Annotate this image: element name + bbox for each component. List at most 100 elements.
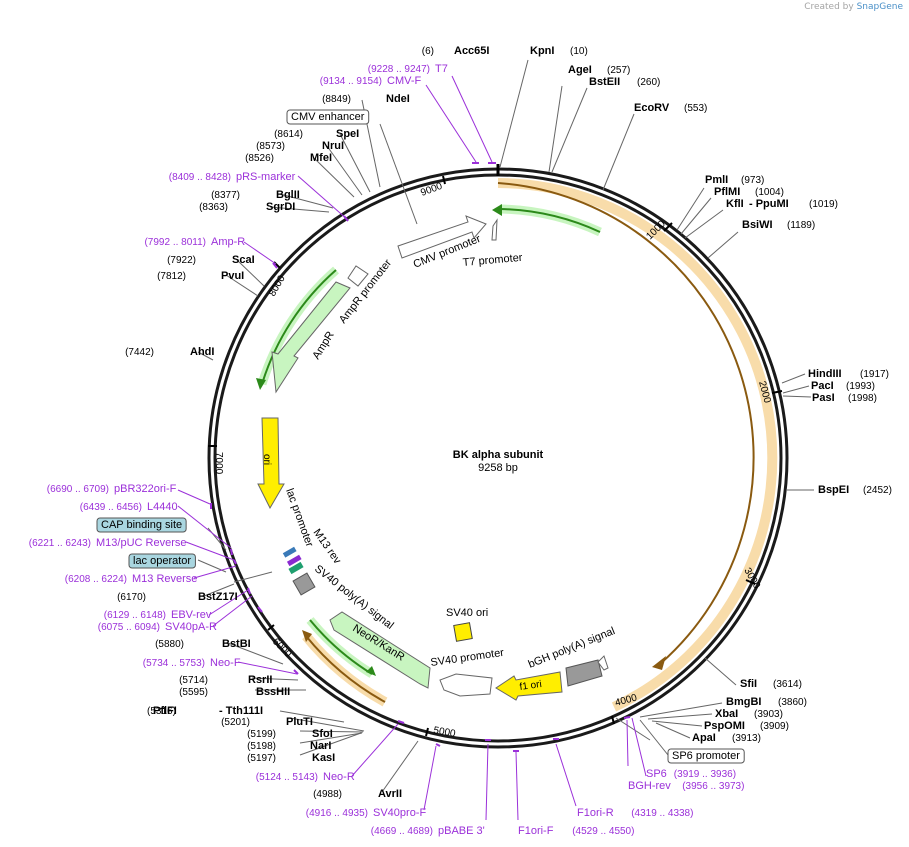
plasmid-name: BK alpha subunit [453, 449, 544, 461]
enzyme-mfei-label: MfeI [310, 152, 332, 164]
enzyme-hindiii-label: HindIII [808, 368, 842, 380]
primer-cmv-f-label: CMV-F [387, 75, 422, 87]
enzyme-ahdi-label: AhdI [190, 346, 214, 358]
enzyme-spei-position: (8614) [274, 129, 303, 140]
enzyme-pasi-position: (1998) [848, 393, 877, 404]
ampr-promoter-arrow [347, 265, 369, 287]
ampr-arrow [271, 281, 351, 394]
enzyme-paci-label: PacI [811, 380, 834, 392]
enzyme-nrui-label: NruI [322, 140, 344, 152]
enzyme-bglii-position: (8377) [211, 190, 240, 201]
enzyme-pflmi-label: PflMI [714, 186, 740, 198]
credit-prefix: Created by [804, 2, 854, 12]
enzyme-xbai-label: XbaI [715, 708, 738, 720]
m13-rev-label: M13 rev [311, 527, 344, 567]
enzyme-apai-position: (3913) [732, 733, 761, 744]
primer-prs-marker-label: pRS-marker [236, 171, 296, 183]
primer-cmv-f-range: (9134 .. 9154) [320, 76, 382, 87]
enzyme-bsshii-position: (5595) [179, 687, 208, 698]
sp6-promoter-label-box [667, 748, 745, 764]
lac-operator-label-box [128, 553, 196, 569]
primer-m13-reverse-label: M13 Reverse [132, 573, 197, 585]
sv40-ori-label: SV40 ori [446, 607, 488, 619]
lac-operator-marker [282, 546, 297, 558]
ampr-label: AmpR [310, 329, 336, 361]
primer-sv40pro-f-range: (4916 .. 4935) [306, 808, 368, 819]
primer-ticks [210, 162, 631, 752]
enzyme-ecorv-position: (553) [684, 103, 707, 114]
enzyme-pmli-label: PmlI [705, 174, 728, 186]
primer-prs-marker-range: (8409 .. 8428) [169, 172, 231, 183]
primer-pbr322ori-f-range: (6690 .. 6709) [47, 484, 109, 495]
primer-lines [177, 75, 647, 821]
primer-m13-reverse-range: (6208 .. 6224) [65, 574, 127, 585]
enzyme-ndei-label: NdeI [386, 93, 410, 105]
tag-feature-arrow [499, 204, 602, 237]
enzyme-bsiwi-position: (1189) [787, 220, 815, 231]
enzyme-pluti-position: (5201) [221, 717, 250, 728]
enzyme-xbai-position: (3903) [754, 709, 783, 720]
enzyme-bstz17i-position: (6170) [117, 592, 146, 603]
enzyme-pvui-label: PvuI [221, 270, 244, 282]
primer-pbabe-3--range: (4669 .. 4689) [371, 826, 433, 837]
enzyme-spei-label: SpeI [336, 128, 359, 140]
enzyme-nari-label: NarI [310, 740, 331, 752]
enzyme-kpni-position: (10) [570, 46, 588, 57]
primer-f1ori-r-range: (4319 .. 4338) [631, 808, 693, 819]
enzyme-acc65i-position: (6) [422, 46, 434, 57]
enzyme-bstbi-label: BstBI [222, 638, 251, 650]
enzyme-agei-label: AgeI [568, 64, 592, 76]
enzyme-sfii-label: SfiI [740, 678, 757, 690]
primer-ebv-rev-range: (6129 .. 6148) [104, 610, 166, 621]
primer-pbr322ori-f-label: pBR322ori-F [114, 483, 177, 495]
primer-neo-f-label: Neo-F [210, 657, 241, 669]
enzyme-sgrdi-label: SgrDI [266, 201, 295, 213]
enzyme-scai-position: (7922) [167, 255, 196, 266]
primer-l4440-range: (6439 .. 6456) [80, 502, 142, 513]
enzyme-ahdi-position: (7442) [125, 347, 154, 358]
ruler-label-9000: 9000 [419, 181, 444, 199]
enzyme-pmli-position: (973) [741, 175, 764, 186]
ruler-label-8000: 8000 [267, 273, 288, 298]
ori-arrow [257, 417, 285, 510]
enzyme-scai-label: ScaI [232, 254, 255, 266]
snapgene-credit: Created by SnapGene [804, 2, 903, 12]
ruler-label-7000: 7000 [213, 452, 224, 475]
cmv-enhancer-label-box [286, 109, 370, 125]
primer-t7-label: T7 [435, 63, 448, 75]
enzyme-rsrii-label: RsrII [248, 674, 272, 686]
enzyme-paci-position: (1993) [846, 381, 875, 392]
primer-f1ori-r-label: F1ori-R [577, 807, 614, 819]
primer-bgh-rev-label: BGH-rev [628, 780, 671, 792]
enzyme-kfli-label: KflI [726, 198, 744, 210]
lac-operator-label: lac operator [133, 555, 191, 567]
bk-orf-band [497, 178, 778, 712]
enzyme-kasi-label: KasI [312, 752, 335, 764]
t7-promoter-label: T7 promoter [462, 252, 523, 269]
enzyme-kasi-position: (5197) [247, 753, 276, 764]
primer-bgh-rev-range: (3956 .. 3973) [682, 781, 744, 792]
primer-pbabe-3--label: pBABE 3' [438, 825, 485, 837]
enzyme-sfii-position: (3614) [773, 679, 802, 690]
sv40-ori-box [453, 622, 473, 642]
cap-binding-site-label: CAP binding site [101, 519, 182, 531]
enzyme-pflfi-label: PflFI [153, 705, 177, 717]
enzyme-bsshii-label: BssHII [256, 686, 290, 698]
enzyme-bstbi-position: (5880) [155, 639, 184, 650]
enzyme-ecorv-label: EcoRV [634, 102, 670, 114]
enzyme-hindiii-position: (1917) [860, 369, 889, 380]
primer-ebv-rev-label: EBV-rev [171, 609, 212, 621]
m13-rev-marker [286, 554, 302, 567]
sv40-promoter-label: SV40 promoter [430, 647, 505, 669]
neor-kanr-arrow [329, 611, 431, 689]
ruler-label-6000: 6000 [270, 636, 294, 660]
enzyme-sgrdi-position: (8363) [199, 202, 228, 213]
enzyme-pspomi-label: PspOMI [704, 720, 745, 732]
enzyme-pvui-position: (7812) [157, 271, 186, 282]
enzyme-kfli-alt-name: - PpuMI [749, 198, 789, 210]
sp6-promoter-label: SP6 promoter [672, 750, 740, 762]
enzyme-pflfi-position: (5316) [147, 706, 176, 717]
primer-amp-r-range: (7992 .. 8011) [144, 237, 206, 248]
lac-promoter-label: lac promoter [283, 487, 315, 549]
credit-brand: SnapGene [856, 2, 903, 12]
